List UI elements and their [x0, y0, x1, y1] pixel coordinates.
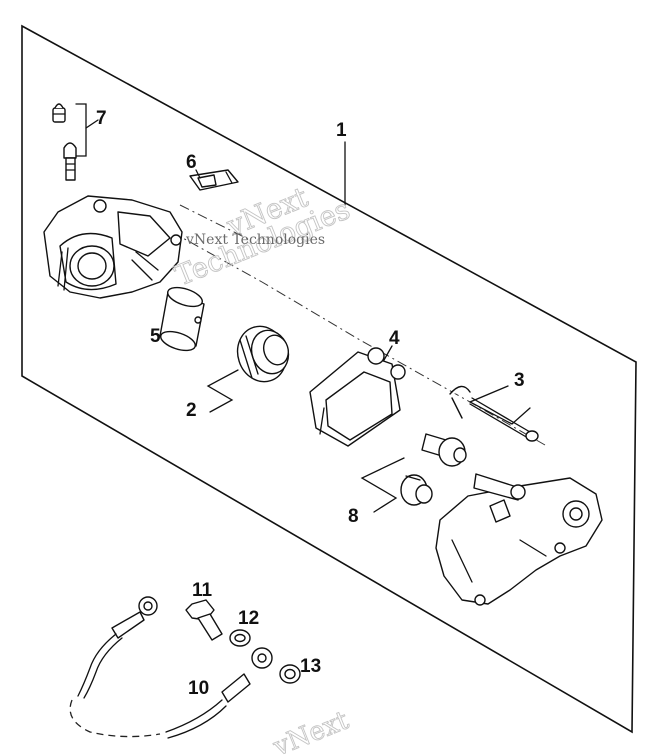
watermark-outline-footer: vNext	[268, 705, 353, 756]
bleed-valve-upper	[52, 103, 66, 123]
sealing-washer-12	[229, 629, 251, 647]
axis-centerline	[171, 231, 546, 446]
banjo-bolt	[185, 599, 223, 641]
callout-5: 5	[150, 326, 161, 347]
axis-centerline-lower	[179, 204, 251, 241]
caliper-body	[43, 195, 183, 299]
bleed-valve-lower	[63, 142, 77, 181]
guide-pin-boot	[400, 474, 433, 506]
callout-12: 12	[238, 608, 259, 629]
assembly-frame	[21, 24, 637, 734]
guide-pin-upper	[421, 433, 467, 467]
bracket-7	[75, 103, 87, 157]
pad-pin	[449, 385, 539, 442]
caliper-piston	[159, 286, 205, 352]
piston-seal	[236, 325, 290, 383]
callout-8: 8	[348, 506, 359, 527]
callout-10: 10	[188, 678, 209, 699]
brake-pads	[309, 347, 406, 447]
leader-7	[85, 119, 99, 129]
callout-6: 6	[186, 152, 197, 173]
callout-3: 3	[514, 370, 525, 391]
callout-2: 2	[186, 400, 197, 421]
bracket-8	[360, 457, 405, 513]
callout-13: 13	[300, 656, 321, 677]
leader-4	[383, 345, 393, 361]
caliper-bracket	[435, 473, 603, 606]
sealing-washer-13	[279, 664, 301, 684]
brake-hose	[69, 596, 273, 739]
callout-4: 4	[389, 328, 400, 349]
leader-3	[468, 385, 531, 425]
pad-spring-clip	[189, 169, 239, 191]
callout-11: 11	[192, 580, 213, 601]
callout-1: 1	[336, 120, 347, 141]
watermark-main-text: vNext Technologies	[185, 232, 325, 248]
leader-6	[195, 169, 201, 179]
watermark: vNext Technologies vNext Technologies vN…	[170, 180, 355, 756]
callout-7: 7	[96, 108, 107, 129]
leader-2	[206, 369, 239, 413]
